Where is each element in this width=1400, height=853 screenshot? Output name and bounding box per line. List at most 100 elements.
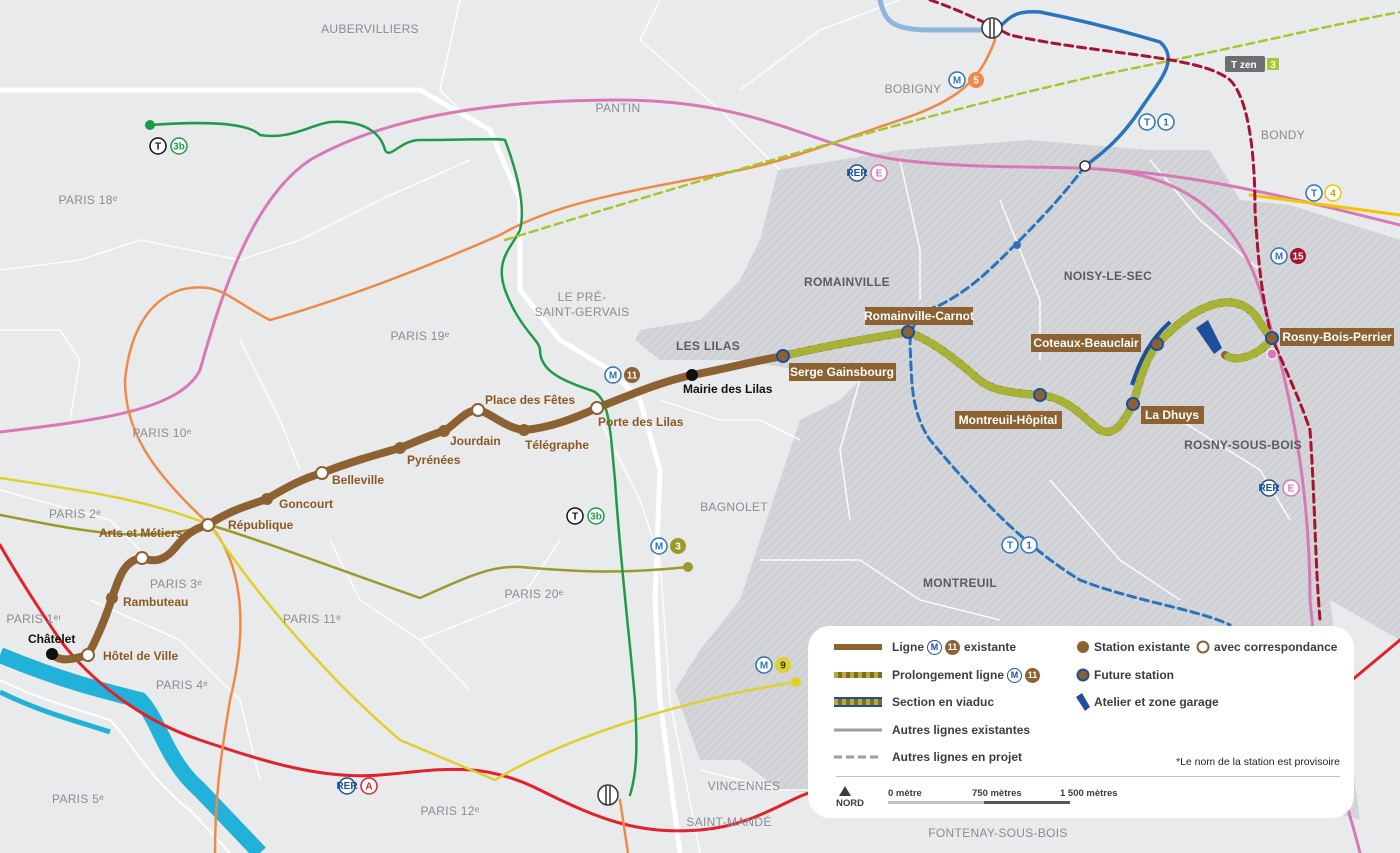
badge-t4: T 4 [1305, 184, 1342, 202]
label-serge-gainsbourg: Serge Gainsbourg [790, 365, 894, 379]
legend-viaduct: Section en viaduc [834, 693, 994, 711]
svg-text:RER: RER [1258, 483, 1280, 494]
svg-text:E: E [876, 169, 883, 180]
svg-text:11: 11 [627, 371, 638, 382]
badge-tzen3: T zen 3 [1225, 56, 1279, 72]
commune-paris3: PARIS 3ᵉ [150, 577, 202, 591]
svg-text:M: M [655, 542, 663, 553]
legend-line11-before: Ligne [892, 640, 924, 654]
commune-vincennes: VINCENNES [708, 779, 781, 793]
commune-bobigny: BOBIGNY [885, 82, 942, 96]
legend-note: *Le nom de la station est provisoire [1175, 756, 1340, 768]
legend-prolong-text: Prolongement ligne [892, 668, 1005, 682]
legend-atelier-icon [1076, 693, 1090, 711]
legend-line11-after: existante [964, 640, 1017, 654]
legend-other-project: Autres lignes en projet [834, 748, 1022, 766]
legend-other-project-text: Autres lignes en projet [892, 750, 1023, 764]
m9-terminus [791, 677, 801, 687]
svg-text:1: 1 [1026, 541, 1032, 552]
commune-bagnolet: BAGNOLET [700, 500, 768, 514]
seine-river [0, 647, 266, 853]
svg-text:T: T [155, 142, 161, 153]
badge-t1-south: T 1 [1001, 536, 1038, 554]
svg-text:A: A [365, 782, 372, 793]
t3b-terminus [145, 120, 155, 130]
badge-m5: M 5 [948, 71, 984, 89]
legend-other-existing: Autres lignes existantes [834, 721, 1030, 739]
scale-1500-label: 1 500 mètres [1060, 788, 1118, 799]
commune-paris20: PARIS 20ᵉ [505, 587, 564, 601]
svg-text:M: M [609, 371, 617, 382]
legend-prolong-swatch [834, 672, 882, 678]
legend-station-existing-text: Station existante [1094, 640, 1191, 654]
svg-text:T: T [572, 512, 578, 523]
line-badges: M 5 M 11 M 3 M 9 M 15 T 3b T 3b [149, 56, 1342, 795]
svg-text:M: M [760, 661, 768, 672]
atelier-zone-icon [1196, 320, 1222, 354]
m3-line [0, 513, 690, 600]
label-rambuteau: Rambuteau [123, 595, 188, 609]
commune-paris10: PARIS 10ᵉ [133, 426, 192, 440]
legend-line11-existing: Ligne M 11 existante [834, 638, 1016, 656]
commune-paris12: PARIS 12ᵉ [421, 804, 480, 818]
major-roads [0, 87, 683, 853]
label-romainville-carnot: Romainville-Carnot [864, 309, 974, 323]
north-label: NORD [836, 798, 864, 809]
svg-text:3b: 3b [173, 142, 185, 153]
commune-saint-mande: SAINT-MANDÉ [686, 814, 771, 829]
label-la-dhuys: La Dhuys [1145, 408, 1199, 422]
svg-text:T: T [1311, 189, 1317, 200]
badge-rer-a: RER A [336, 777, 378, 795]
label-belleville: Belleville [332, 473, 384, 487]
legend-11-badge-2: 11 [1025, 667, 1041, 683]
legend-viaduct-swatch [834, 697, 882, 707]
badge-rer-e-north: RER E [846, 164, 888, 182]
label-rosny-bois-perrier: Rosny-Bois-Perrier [1282, 330, 1392, 344]
t1-project-stop [1013, 241, 1021, 249]
commune-bondy: BONDY [1261, 128, 1305, 142]
badge-t3b-south: T 3b [566, 507, 605, 525]
legend-station-existing: Station existante avec correspondance [1076, 638, 1337, 656]
commune-paris11: PARIS 11ᵉ [283, 612, 341, 626]
badge-m3: M 3 [650, 537, 686, 555]
legend-prolongement: Prolongement ligne M 11 [834, 666, 1041, 684]
label-mairie-lilas: Mairie des Lilas [683, 382, 773, 396]
badge-m11: M 11 [604, 366, 640, 384]
legend-other-existing-swatch [834, 728, 882, 732]
legend-other-existing-text: Autres lignes existantes [892, 723, 1031, 737]
commune-paris2: PARIS 2ᵉ [49, 507, 101, 521]
commune-aubervilliers: AUBERVILLIERS [321, 22, 419, 36]
svg-text:T: T [1007, 541, 1013, 552]
existing-station-labels: Châtelet Hôtel de Ville Rambuteau Arts e… [28, 382, 773, 663]
svg-text:M: M [953, 76, 961, 87]
svg-text:T: T [1144, 118, 1150, 129]
legend-future-station-text: Future station [1094, 668, 1174, 682]
legend-future-station: Future station [1076, 666, 1174, 684]
badge-t3b-north: T 3b [149, 137, 188, 155]
svg-text:zen: zen [1240, 60, 1257, 71]
commune-paris4: PARIS 4ᵉ [156, 678, 208, 692]
legend-divider [836, 776, 1340, 777]
commune-pantin: PANTIN [596, 101, 641, 115]
legend-11-badge: 11 [945, 639, 960, 655]
rer-a-line [0, 543, 822, 833]
label-chatelet: Châtelet [28, 632, 75, 646]
commune-paris18: PARIS 18ᵉ [59, 193, 118, 207]
viaduct-section [1130, 320, 1172, 386]
svg-text:9: 9 [780, 661, 786, 672]
label-coteaux-beauclair: Coteaux-Beauclair [1033, 336, 1139, 350]
legend-m-badge: M [927, 639, 942, 655]
legend-correspondance-dot [1196, 640, 1210, 654]
label-hotel-de-ville: Hôtel de Ville [103, 649, 178, 663]
t1-interchange [1079, 160, 1091, 172]
svg-text:1: 1 [1163, 118, 1169, 129]
commune-rosny: ROSNY-SOUS-BOIS [1184, 438, 1302, 452]
label-goncourt: Goncourt [279, 497, 333, 511]
north-arrow-icon [839, 786, 851, 796]
legend-future-station-dot [1076, 668, 1090, 682]
badge-m9: M 9 [755, 656, 791, 674]
label-jourdain: Jourdain [450, 434, 501, 448]
svg-text:4: 4 [1330, 189, 1336, 200]
svg-text:RER: RER [846, 168, 868, 179]
commune-paris5: PARIS 5ᵉ [52, 792, 104, 806]
